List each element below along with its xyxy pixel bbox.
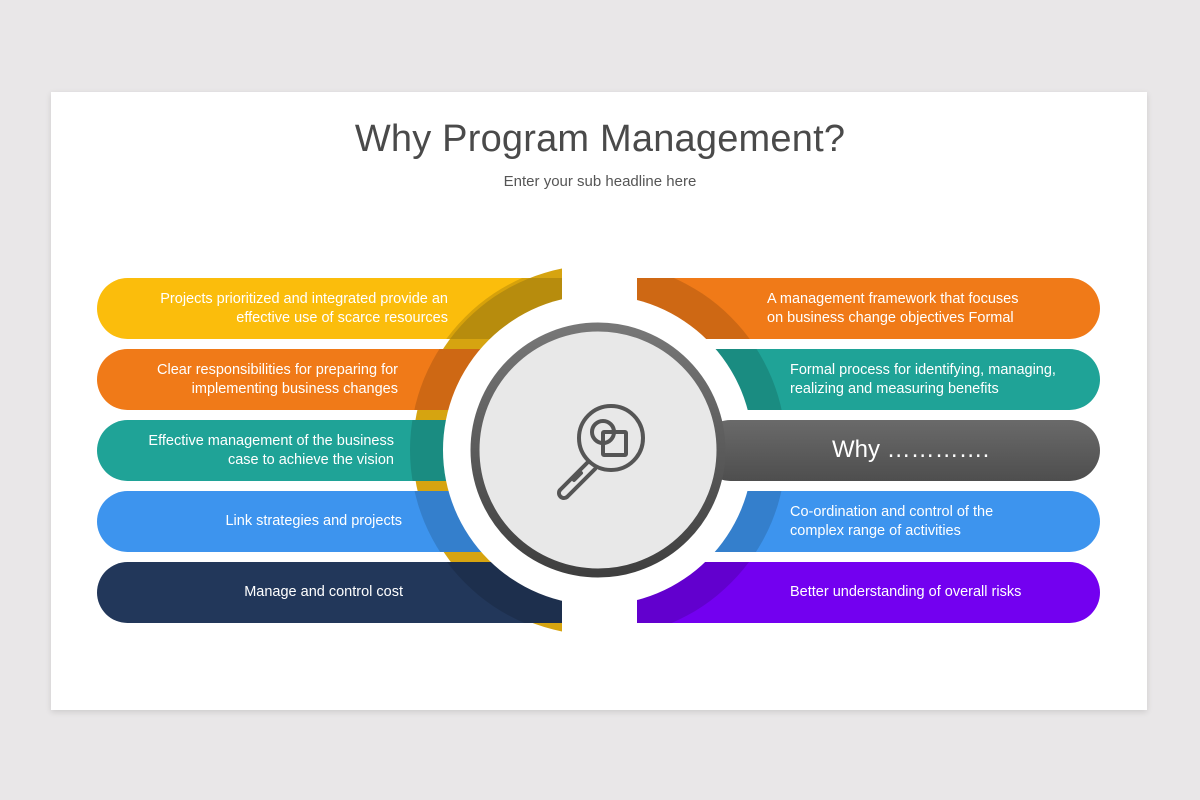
page-title: Why Program Management? (354, 118, 846, 160)
why-label: Why …………. (832, 436, 990, 463)
magnifier-with-shapes-icon (557, 404, 645, 500)
right-item-4-text: Co-ordination and control of the complex… (790, 503, 1090, 540)
left-bar-2[interactable] (97, 349, 617, 410)
right-bar-5[interactable] (580, 562, 1100, 623)
right-item-4-line-2: complex range of activities (790, 522, 961, 539)
left-item-4-text: Link strategies and projects (110, 512, 402, 531)
right-item-5-text: Better understanding of overall risks (790, 583, 1090, 602)
right-bars (580, 278, 1100, 623)
right-item-1-text: A management framework that focuses on b… (767, 290, 1067, 327)
right-bar-2[interactable] (580, 349, 1100, 410)
right-bar-4[interactable] (580, 491, 1100, 552)
page-subtitle: Enter your sub headline here (503, 173, 697, 190)
left-item-3-line-2: case to achieve the vision (227, 451, 394, 468)
left-item-1-line-2: effective use of scarce resources (236, 309, 448, 326)
right-item-2-line-1: Formal process for identifying, managing… (790, 362, 1056, 378)
right-item-2-text: Formal process for identifying, managing… (790, 361, 1090, 398)
left-item-2-line-2: implementing business changes (191, 380, 398, 397)
left-item-5-text: Manage and control cost (110, 583, 403, 602)
left-item-2-line-1: Clear responsibilities for preparing for (157, 362, 398, 378)
right-item-1-line-1: A management framework that focuses (767, 291, 1019, 307)
right-bar-3-why[interactable] (700, 420, 1100, 481)
left-item-2-text: Clear responsibilities for preparing for… (110, 361, 398, 398)
left-item-1-text: Projects prioritized and integrated prov… (110, 290, 448, 327)
left-item-1-line-1: Projects prioritized and integrated prov… (160, 291, 448, 307)
right-item-5-line-1: Better understanding of overall risks (790, 584, 1022, 600)
left-item-3-text: Effective management of the business cas… (110, 432, 394, 469)
left-bar-5[interactable] (97, 562, 617, 623)
right-item-2-line-2: realizing and measuring benefits (790, 380, 999, 397)
center-hub (470, 322, 726, 578)
left-item-5-line-1: Manage and control cost (244, 584, 403, 600)
left-item-3-line-1: Effective management of the business (148, 433, 394, 449)
left-bar-4[interactable] (97, 491, 617, 552)
right-item-1-line-2: on business change objectives Formal (767, 309, 1014, 326)
left-item-4-line-1: Link strategies and projects (225, 513, 402, 529)
right-item-4-line-1: Co-ordination and control of the (790, 504, 994, 520)
right-bar-1[interactable] (580, 278, 1100, 339)
